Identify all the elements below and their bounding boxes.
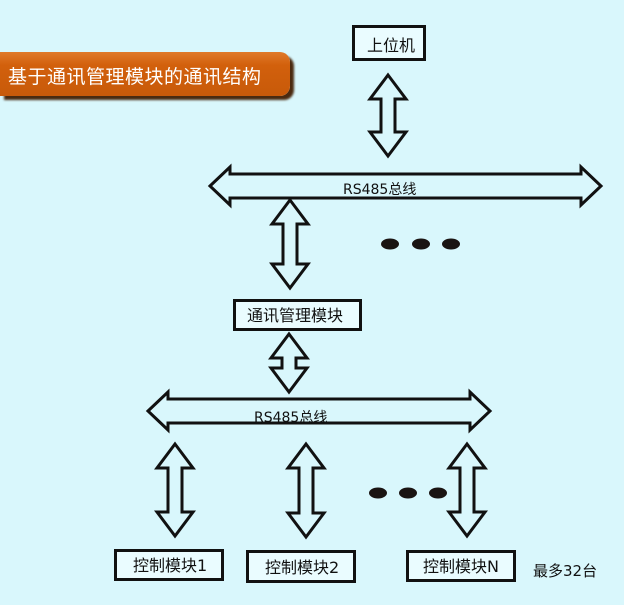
control-module-2-box: 控制模块2	[246, 550, 356, 583]
control-module-n-box: 控制模块N	[406, 550, 516, 582]
upper-ellipsis-dot-1	[381, 238, 399, 250]
lower-ellipsis-dot-2	[399, 487, 417, 499]
host-bus-arrow	[367, 72, 409, 159]
comm-module-label: 通讯管理模块	[247, 306, 344, 325]
title-banner: 基于通讯管理模块的通讯结构	[0, 52, 290, 96]
control-n-arrow	[446, 441, 488, 539]
control-module-1-box: 控制模块1	[114, 549, 224, 581]
lower-ellipsis-dot-1	[369, 487, 387, 499]
control-module-n-label: 控制模块N	[423, 557, 499, 576]
upper-ellipsis-dot-3	[442, 238, 460, 250]
control-2-arrow	[285, 441, 327, 540]
max-count-note: 最多32台	[533, 562, 598, 580]
upper-bus-label: RS485总线	[343, 182, 417, 198]
lower-bus-label: RS485总线	[254, 410, 328, 426]
host-label: 上位机	[367, 36, 416, 55]
control-module-1-label: 控制模块1	[133, 556, 208, 575]
comm-module-lower-bus-arrow	[268, 331, 310, 395]
control-1-arrow	[154, 441, 196, 539]
lower-ellipsis-dot-3	[429, 487, 447, 499]
control-module-2-label: 控制模块2	[265, 558, 340, 577]
comm-module-box: 通讯管理模块	[233, 299, 362, 331]
upper-ellipsis-dot-2	[412, 238, 430, 250]
title-text: 基于通讯管理模块的通讯结构	[8, 66, 262, 88]
lower-rs485-bus-arrow	[145, 388, 493, 434]
bus-comm-module-arrow	[269, 197, 311, 291]
upper-rs485-bus-arrow	[207, 163, 604, 209]
host-box: 上位机	[352, 25, 426, 61]
